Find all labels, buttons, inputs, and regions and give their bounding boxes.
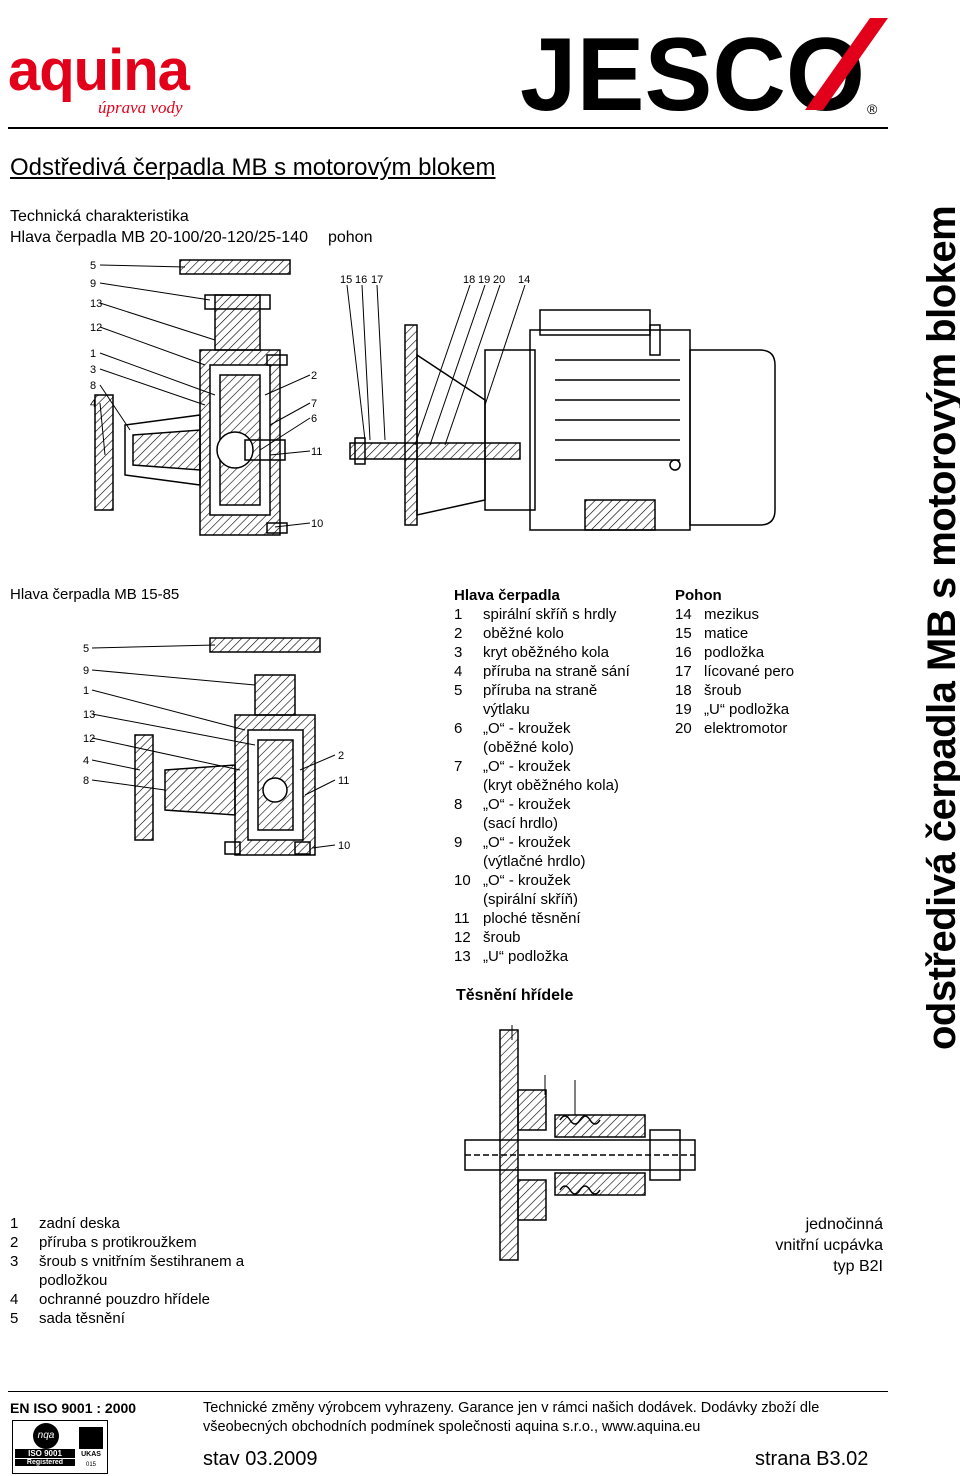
jesco-logo-slash <box>805 18 888 110</box>
d1-label: 8 <box>90 380 96 392</box>
d2-label: 4 <box>83 755 89 767</box>
diagram2-title: Hlava čerpadla MB 15-85 <box>10 586 180 603</box>
page-title: Odstředivá čerpadla MB s motorovým bloke… <box>10 154 496 181</box>
pump-head-15-85-drawing: 5 9 1 13 12 4 8 2 11 10 <box>83 637 350 856</box>
list-item: 19„U“ podložka <box>675 701 790 718</box>
d2-label: 11 <box>338 775 349 787</box>
seal-type-note: jednočinná vnitřní ucpávka typ B2I <box>775 1216 883 1275</box>
d1-label: 6 <box>311 413 317 425</box>
d2-label: 2 <box>338 750 344 762</box>
ukas-number: 015 <box>85 1462 96 1468</box>
list-item: (oběžné kolo) <box>483 739 574 756</box>
subtitle-pohon: pohon <box>327 229 373 246</box>
list-item: 6„O“ - kroužek <box>454 720 571 737</box>
d1-label: 10 <box>311 518 323 530</box>
d1-label: 4 <box>90 398 96 410</box>
tesneni-heading: Těsnění hřídele <box>456 987 574 1004</box>
list-item: 8„O“ - kroužek <box>454 796 571 813</box>
pohon-heading: Pohon <box>675 587 722 604</box>
list-item: (spirální skříň) <box>483 891 579 908</box>
d2-label: 5 <box>83 643 89 655</box>
iso-badge-text: ISO 9001 <box>15 1449 75 1458</box>
d1-label: 1 <box>90 348 96 360</box>
d1-label: 19 <box>478 274 490 286</box>
nqa-logo: nqa <box>33 1423 59 1449</box>
aquina-logo-tagline: úprava vody <box>98 98 183 117</box>
ukas-crown-icon <box>79 1427 103 1449</box>
d1-label: 13 <box>90 298 102 310</box>
d2-label: 12 <box>83 733 95 745</box>
jesco-logo: JESCO ® <box>520 18 888 118</box>
iso-label: EN ISO 9001 : 2000 <box>10 1400 137 1416</box>
page-number: strana B3.02 <box>755 1448 869 1470</box>
d1-label: 18 <box>463 274 475 286</box>
d1-label: 12 <box>90 322 102 334</box>
side-category-label: odstředivá čerpadla MB s motorovým bloke… <box>920 205 960 1050</box>
d1-label: 15 <box>340 274 352 286</box>
aquina-logo: aquina <box>8 38 190 103</box>
d1-label: 2 <box>311 370 317 382</box>
d1-label: 16 <box>355 274 367 286</box>
list-item: 10„O“ - kroužek <box>454 872 571 889</box>
d1-label: 7 <box>311 398 317 410</box>
d2-label: 8 <box>83 775 89 787</box>
d1-label: 14 <box>518 274 530 286</box>
d2-label: 9 <box>83 665 89 677</box>
header-divider <box>8 127 888 129</box>
shaft-seal-drawing <box>464 1025 696 1261</box>
registered-badge-text: Registered <box>15 1459 75 1466</box>
d1-label: 9 <box>90 278 96 290</box>
list-item: 13„U“ podložka <box>454 948 569 965</box>
d1-label: 11 <box>311 446 322 458</box>
d1-label: 17 <box>371 274 383 286</box>
list-item: 7„O“ - kroužek <box>454 758 571 775</box>
certification-badge: nqa ISO 9001 Registered UKAS 015 <box>12 1420 108 1474</box>
subtitle-block: Technická charakteristika Hlava čerpadla… <box>10 206 372 248</box>
list-item: (sací hrdlo) <box>483 815 559 832</box>
hlava-heading: Hlava čerpadla <box>454 587 560 604</box>
d1-label: 5 <box>90 260 96 272</box>
d2-label: 13 <box>83 709 95 721</box>
document-status: stav 03.2009 <box>203 1448 318 1470</box>
list-item: výtlaku <box>483 701 530 718</box>
ukas-label: UKAS <box>81 1451 101 1458</box>
subtitle-tech: Technická charakteristika <box>10 208 189 225</box>
d2-label: 1 <box>83 685 89 697</box>
registered-mark: ® <box>867 101 878 117</box>
list-item: (kryt oběžného kola) <box>483 777 619 794</box>
list-item: (výtlačné hrdlo) <box>483 853 586 870</box>
d1-label: 20 <box>493 274 505 286</box>
jesco-logo-text: JESCO <box>520 18 865 118</box>
footer-divider <box>8 1391 888 1392</box>
pump-motor-drawing: 5 9 13 12 1 3 8 4 2 7 6 11 10 15 16 17 1… <box>90 259 776 536</box>
footer-note: Technické změny výrobcem vyhrazeny. Gara… <box>203 1400 820 1435</box>
d2-label: 10 <box>338 840 350 852</box>
list-item: 9„O“ - kroužek <box>454 834 571 851</box>
list-item: podložkou <box>39 1272 108 1289</box>
d1-label: 3 <box>90 364 96 376</box>
